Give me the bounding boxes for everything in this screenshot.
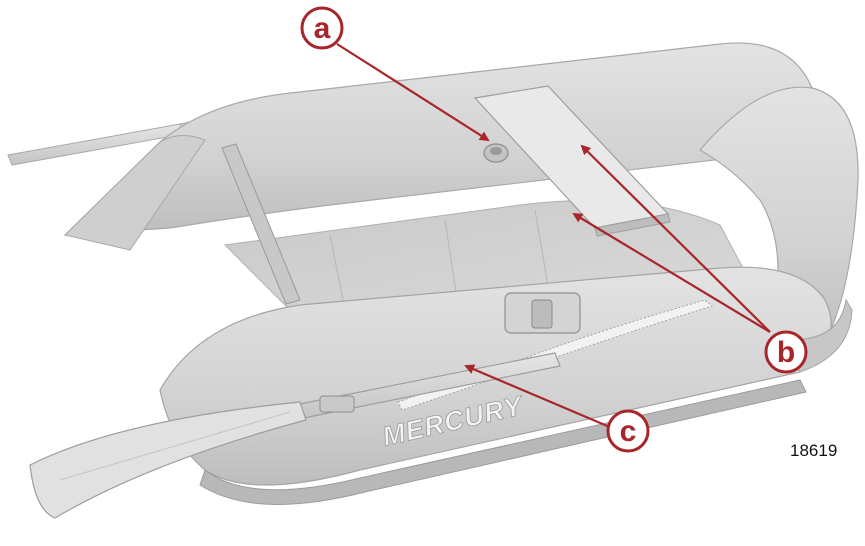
callout-arrows xyxy=(336,43,771,430)
seat-support xyxy=(221,143,301,305)
callout-b-arrow xyxy=(580,144,771,333)
valve xyxy=(483,143,509,163)
seat-bench xyxy=(473,85,671,237)
callout-a-arrow xyxy=(336,43,490,142)
near-oar xyxy=(29,352,561,519)
callout-a-label: a xyxy=(314,12,331,45)
oarlock xyxy=(504,292,581,334)
callout-b-arrow xyxy=(572,212,771,333)
callout-c-label: c xyxy=(620,415,637,448)
callout-c: c xyxy=(606,409,650,453)
floor-seam xyxy=(329,234,346,311)
callout-b-label: b xyxy=(777,336,795,369)
callout-a: a xyxy=(300,6,344,50)
stern-tube xyxy=(699,86,859,351)
figure-number: 18619 xyxy=(790,441,838,460)
callout-b: b xyxy=(764,330,808,374)
callout-c-arrow xyxy=(464,364,613,430)
